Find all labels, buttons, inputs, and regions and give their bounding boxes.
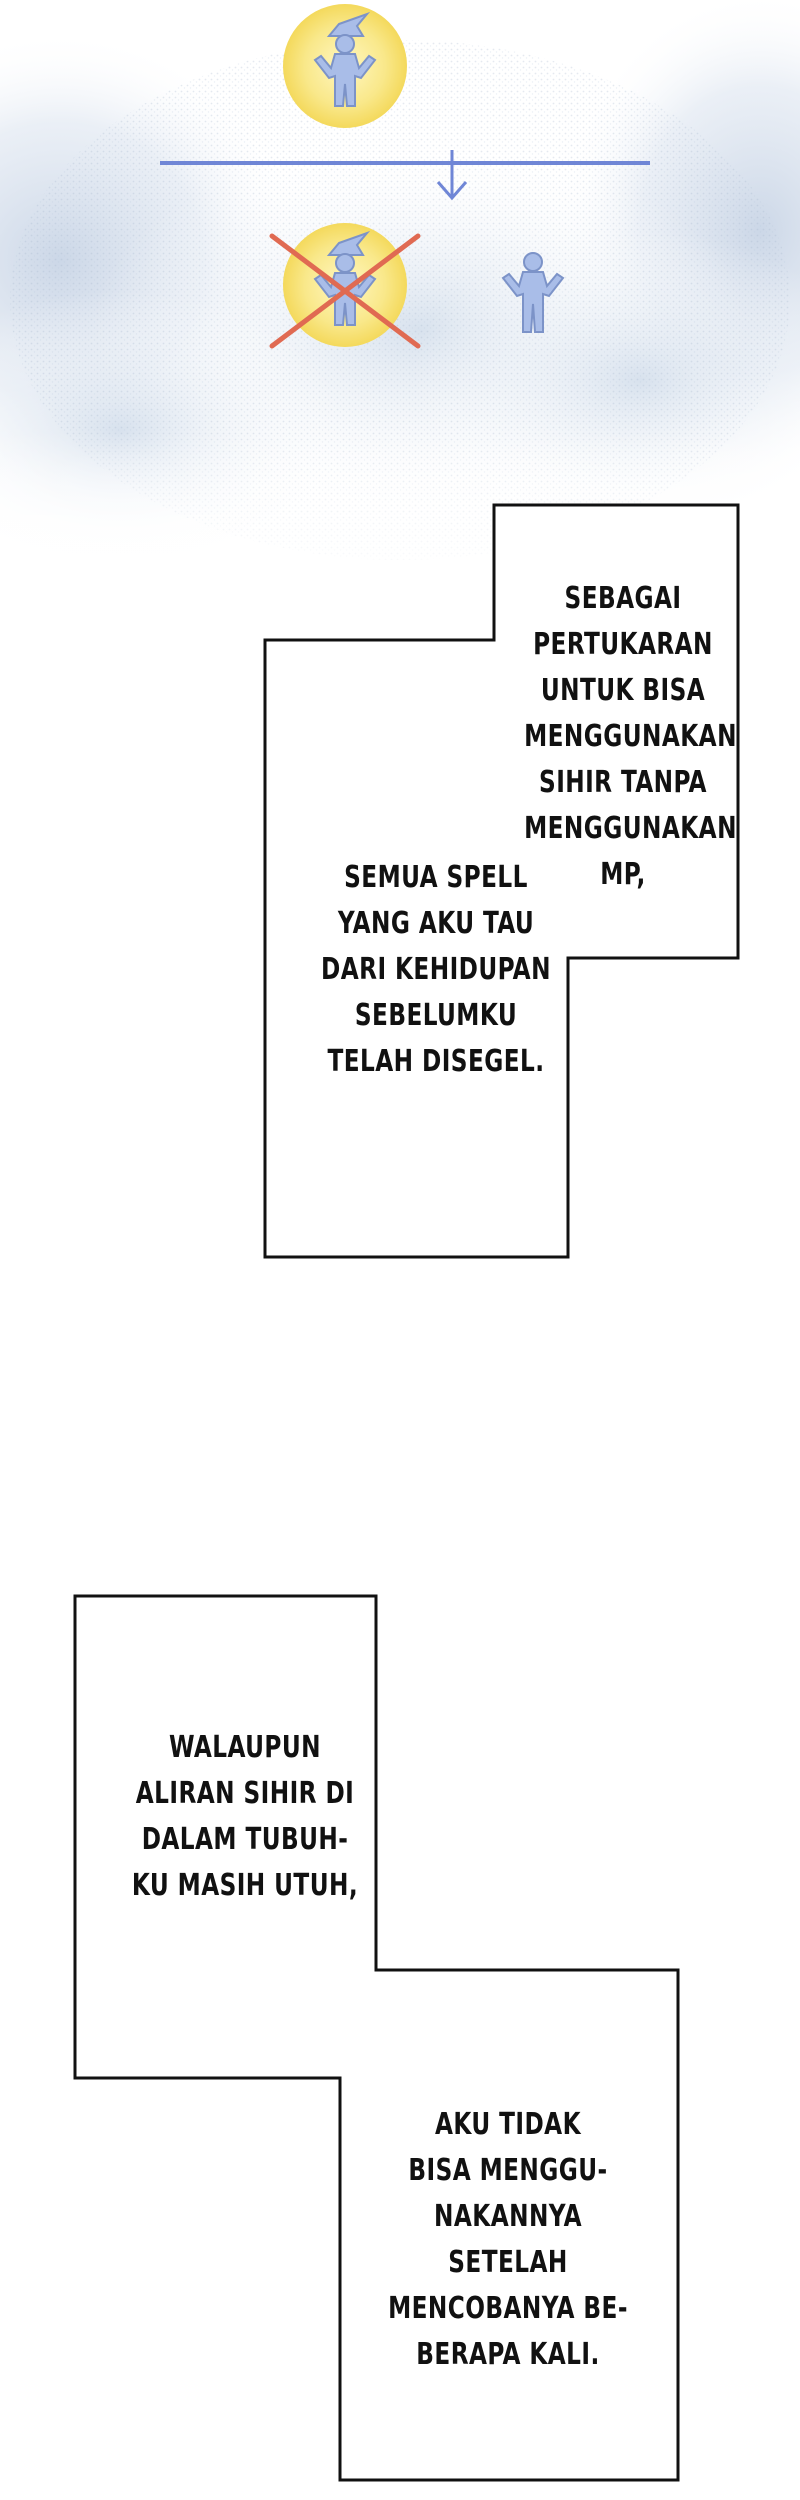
bubble-first-text-a: SEBAGAI PERTUKARAN UNTUK BISA MENGGUNAKA… bbox=[524, 581, 737, 892]
wizard-figure-icon bbox=[283, 4, 407, 128]
wizard-figure-crossed-icon bbox=[269, 223, 421, 349]
magic-diagram bbox=[0, 0, 800, 400]
mist-background bbox=[0, 0, 800, 600]
bubble-second-text-a: WALAUPUN ALIRAN SIHIR DI DALAM TUBUH- KU… bbox=[131, 1730, 359, 1903]
bubble-second-text-b: AKU TIDAK BISA MENGGU- NAKANNYA SETELAH … bbox=[388, 2107, 628, 2372]
person-figure-icon bbox=[501, 252, 565, 333]
down-arrow-icon bbox=[160, 150, 650, 201]
bubble-first-text-b: SEMUA SPELL YANG AKU TAU DARI KEHIDUPAN … bbox=[321, 860, 551, 1079]
